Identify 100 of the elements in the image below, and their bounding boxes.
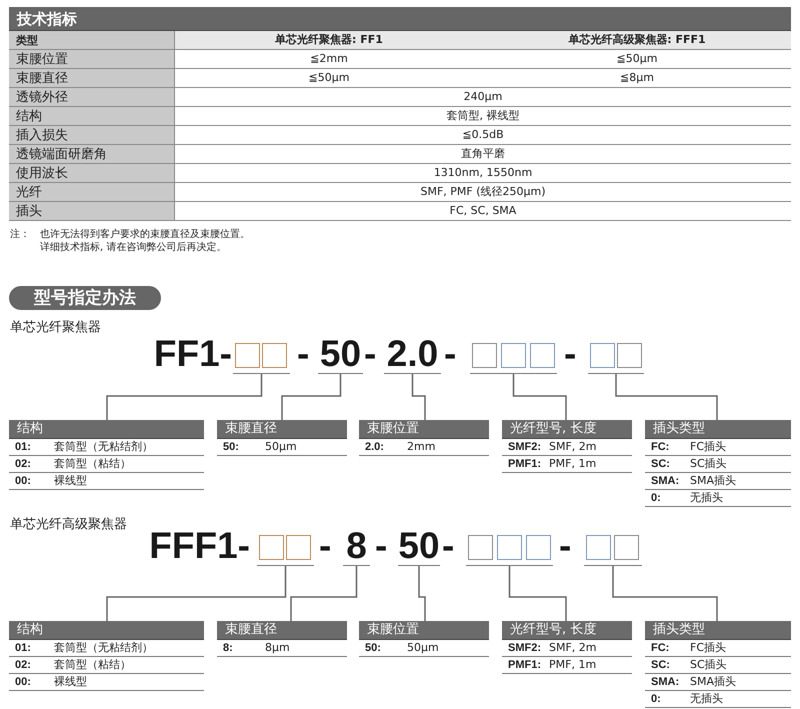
empty-box	[530, 343, 555, 368]
leader-line	[412, 374, 426, 420]
option-value: SMF, 2m	[549, 640, 597, 656]
table-header: 光纤型号, 长度	[502, 621, 632, 640]
empty-box	[235, 343, 260, 368]
code-segment: 50	[318, 335, 363, 374]
table-header: 束腰直径	[217, 420, 347, 439]
option-code: SC:	[651, 658, 670, 673]
table-cell: 单芯光纤高级聚焦器: FFF1	[483, 31, 791, 50]
table-header: 束腰位置	[359, 621, 489, 640]
option-code: 02:	[15, 457, 31, 472]
code-dash: -	[375, 527, 388, 565]
option-value: 50μm	[407, 640, 439, 656]
empty-box	[590, 343, 615, 368]
option-value: 2mm	[407, 439, 436, 455]
code-dash: -	[319, 527, 332, 565]
option-code: FC:	[651, 641, 670, 656]
note-text: 详细技术指标, 请在咨询弊公司后再决定。	[40, 240, 226, 254]
option-value: SC插头	[690, 456, 727, 472]
table-cell: 套筒型, 裸线型	[175, 107, 791, 126]
code-segment: 2.0	[384, 335, 441, 374]
option-value: 无插头	[690, 691, 723, 707]
leader-line	[290, 566, 358, 621]
code-segment: 8	[343, 527, 370, 566]
option-code: FC:	[651, 440, 670, 455]
option-code: 02:	[15, 658, 31, 673]
option-value: SMF, 2m	[549, 439, 597, 455]
code-dash: -	[297, 335, 310, 373]
table-header: 插头类型	[645, 420, 791, 439]
option-value: SC插头	[690, 657, 727, 673]
option-value: 裸线型	[54, 473, 87, 489]
section-pill: 型号指定办法	[9, 286, 161, 310]
section-header: 技术指标	[9, 7, 791, 31]
leader-line	[281, 374, 342, 420]
table-cell: ≦0.5dB	[175, 126, 791, 145]
code-dash: -	[564, 335, 576, 373]
table-cell: FC, SC, SMA	[175, 202, 791, 221]
table-header: 光纤型号, 长度	[502, 420, 632, 439]
leader-line	[612, 566, 718, 621]
model-prefix: FFF1-	[149, 527, 250, 565]
leader-line	[508, 566, 567, 621]
option-code: SMF2:	[508, 440, 541, 455]
option-code: 01:	[15, 641, 31, 656]
option-value: 套筒型（粘结）	[54, 456, 131, 472]
empty-box	[497, 535, 522, 560]
table-cell: 直角平磨	[175, 145, 791, 164]
table-cell: 束腰位置	[9, 50, 175, 69]
option-code: 2.0:	[365, 440, 384, 455]
option-value: PMF, 1m	[549, 456, 596, 472]
leader-line	[106, 374, 262, 420]
code-dash: -	[444, 335, 456, 373]
code-dash: -	[442, 527, 454, 565]
empty-box	[501, 343, 526, 368]
table-cell: 插头	[9, 202, 175, 221]
table-cell: 类型	[9, 31, 175, 50]
table-cell: 束腰直径	[9, 69, 175, 88]
option-value: 8μm	[265, 640, 290, 656]
leader-line	[106, 566, 286, 621]
option-code: PMF1:	[508, 658, 541, 673]
table-header: 插头类型	[645, 621, 791, 640]
leader-line	[512, 374, 567, 420]
option-code: SMA:	[651, 474, 680, 489]
empty-box	[586, 535, 611, 560]
table-cell: 单芯光纤聚焦器: FF1	[175, 31, 483, 50]
option-value: 裸线型	[54, 674, 87, 690]
option-code: SMF2:	[508, 641, 541, 656]
subheading: 单芯光纤高级聚焦器	[10, 516, 127, 533]
leader-line	[615, 374, 718, 420]
option-value: FC插头	[690, 439, 726, 455]
code-dash: -	[559, 527, 572, 565]
subheading: 单芯光纤聚焦器	[10, 319, 101, 336]
table-header: 束腰位置	[359, 420, 489, 439]
note-text: 也许无法得到客户要求的束腰直径及束腰位置。	[40, 228, 250, 241]
empty-box	[262, 343, 287, 368]
option-code: SC:	[651, 457, 670, 472]
empty-box	[472, 343, 497, 368]
empty-box	[526, 535, 551, 560]
table-header: 结构	[9, 621, 204, 640]
option-code: PMF1:	[508, 457, 541, 472]
empty-box	[468, 535, 493, 560]
option-code: 0:	[651, 491, 661, 506]
option-value: PMF, 1m	[549, 657, 596, 673]
table-cell: SMF, PMF (线径250μm)	[175, 183, 791, 202]
empty-box	[259, 535, 284, 560]
table-cell: 1310nm, 1550nm	[175, 164, 791, 183]
leader-line	[418, 566, 426, 621]
note-mark: 注：	[10, 228, 30, 241]
option-value: SMA插头	[690, 473, 736, 489]
empty-box	[617, 343, 642, 368]
option-code: 0:	[651, 692, 661, 707]
option-code: SMA:	[651, 675, 680, 690]
table-cell: 插入损失	[9, 126, 175, 145]
option-value: FC插头	[690, 640, 726, 656]
table-cell: 透镜外径	[9, 88, 175, 107]
option-value: 套筒型（无粘结剂）	[54, 640, 153, 656]
table-cell: 透镜端面研磨角	[9, 145, 175, 164]
table-cell: 光纤	[9, 183, 175, 202]
code-dash: -	[364, 335, 376, 373]
option-code: 8:	[223, 641, 233, 656]
option-value: 套筒型（无粘结剂）	[54, 439, 153, 455]
